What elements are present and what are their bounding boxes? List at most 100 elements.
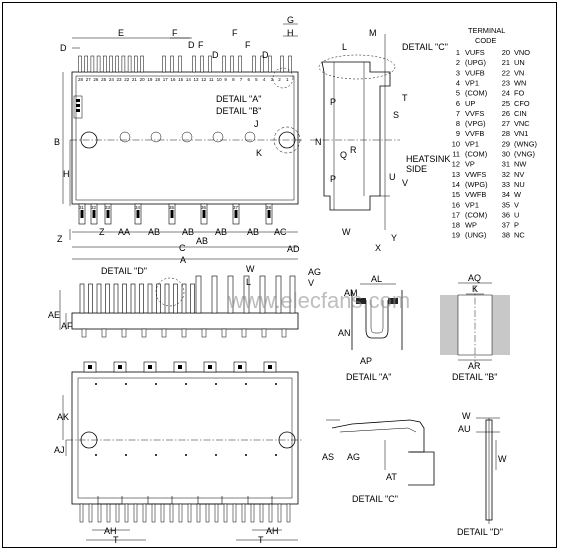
bottom-view-pin bbox=[97, 503, 102, 523]
bottom-pin-number: 34 bbox=[135, 205, 141, 210]
top-pin-number: 14 bbox=[186, 77, 192, 82]
detail-b-label: DETAIL "B" bbox=[216, 106, 261, 116]
terminal-number: 33 bbox=[502, 180, 510, 189]
dim-l-label: L bbox=[246, 277, 251, 287]
bottom-view-pin bbox=[79, 503, 84, 523]
front-lower-pin bbox=[161, 328, 167, 338]
front-lower-pin bbox=[101, 328, 107, 338]
bottom-pin-number: 31 bbox=[79, 205, 85, 210]
bottom-view-notch bbox=[247, 496, 273, 505]
heatsink-fins bbox=[79, 275, 296, 338]
bottom-view-tab-hole bbox=[178, 365, 182, 369]
bottom-view-notch bbox=[147, 496, 173, 505]
top-pin bbox=[200, 55, 204, 73]
left-dimensions: B H Z bbox=[54, 72, 71, 244]
bottom-pin-number: 33 bbox=[105, 205, 111, 210]
top-pin-number: 28 bbox=[78, 77, 84, 82]
terminal-code: FO bbox=[514, 89, 525, 98]
figure-border bbox=[2, 2, 557, 548]
terminal-number: 8 bbox=[456, 119, 460, 128]
bottom-view-pin bbox=[151, 503, 156, 523]
dim-ab-label: AB bbox=[182, 227, 194, 237]
terminal-number: 17 bbox=[452, 210, 460, 219]
top-pin-number: 1 bbox=[286, 77, 289, 82]
detail-c-profile bbox=[331, 419, 425, 453]
dim-y-label: Y bbox=[391, 233, 397, 243]
front-lower-pin bbox=[81, 328, 87, 338]
terminal-code: UN bbox=[514, 58, 525, 67]
terminal-code: VVFB bbox=[465, 129, 484, 138]
top-pin-number: 15 bbox=[178, 77, 184, 82]
bottom-view-tab-hole bbox=[88, 365, 92, 369]
front-pin bbox=[275, 275, 282, 314]
bottom-view-dot bbox=[245, 454, 247, 456]
terminal-code: (VNG) bbox=[514, 150, 535, 159]
dim-at-label: AT bbox=[386, 472, 397, 482]
bottom-pin-hole bbox=[80, 210, 84, 218]
front-lower-pin bbox=[141, 328, 147, 338]
bottom-view-dot bbox=[125, 454, 127, 456]
top-pin-number: 12 bbox=[201, 77, 207, 82]
terminal-number: 32 bbox=[502, 170, 510, 179]
bottom-view-pin bbox=[169, 503, 174, 523]
dim-t-label: T bbox=[113, 535, 119, 545]
terminal-code: NV bbox=[514, 170, 524, 179]
dim-e-label: E bbox=[118, 28, 124, 38]
bottom-view-dot bbox=[245, 383, 247, 385]
dim-k-label: K bbox=[472, 284, 478, 294]
bottom-pin-hole bbox=[106, 210, 110, 218]
connector-pin bbox=[76, 104, 80, 107]
heatsink-fin bbox=[173, 283, 178, 314]
detail-a-label: DETAIL "A" bbox=[216, 94, 261, 104]
dim-p-label: P bbox=[330, 97, 336, 107]
terminal-number: 24 bbox=[502, 89, 510, 98]
watermark: www.elecfans.com bbox=[227, 288, 410, 313]
dim-aj-label: AJ bbox=[54, 445, 65, 455]
bottom-pin-hole bbox=[170, 210, 174, 218]
dim-w-label: W bbox=[462, 411, 471, 421]
top-pin-number: 2 bbox=[278, 77, 281, 82]
terminal-code: WN bbox=[514, 78, 526, 87]
bottom-view-top-tabs bbox=[83, 361, 277, 373]
bottom-pin-hole bbox=[92, 210, 96, 218]
dim-p-label: P bbox=[330, 174, 336, 184]
terminal-code: U bbox=[514, 210, 519, 219]
screw-hole bbox=[119, 131, 131, 143]
bottom-view-tab-hole bbox=[148, 365, 152, 369]
dim-f-label: F bbox=[232, 28, 238, 38]
bottom-pin-number: 35 bbox=[169, 205, 175, 210]
bottom-view-dot bbox=[95, 454, 97, 456]
bottom-view-pin bbox=[268, 503, 273, 523]
dim-a-label: A bbox=[180, 255, 186, 265]
dim-ac-label: AC bbox=[274, 227, 287, 237]
screw-hole bbox=[212, 131, 224, 143]
top-pin bbox=[170, 55, 174, 73]
bottom-pin-hole bbox=[202, 210, 206, 218]
dim-u-label: U bbox=[389, 172, 396, 182]
dim-t-label: T bbox=[402, 93, 408, 103]
terminal-number: 4 bbox=[456, 78, 460, 87]
side-view: L M N P Q R P S T U V W X Y HEATSINK SID… bbox=[310, 28, 450, 253]
top-pin bbox=[288, 55, 292, 73]
terminal-number: 23 bbox=[502, 78, 510, 87]
top-view-body bbox=[71, 71, 299, 205]
heatsink-fin bbox=[113, 283, 119, 314]
bottom-view-pin bbox=[259, 503, 264, 523]
terminal-number: 21 bbox=[502, 58, 510, 67]
top-pin bbox=[127, 55, 132, 73]
terminal-code: CIN bbox=[514, 109, 527, 118]
top-pin bbox=[260, 55, 264, 73]
terminal-code: V bbox=[514, 200, 519, 209]
terminal-number: 30 bbox=[502, 150, 510, 159]
terminal-code: VP1 bbox=[465, 139, 479, 148]
terminal-code: VP bbox=[465, 160, 475, 169]
terminal-number: 25 bbox=[502, 99, 510, 108]
top-pin bbox=[115, 55, 119, 73]
detail-a-block bbox=[356, 298, 366, 304]
top-pin-number: 3 bbox=[271, 77, 274, 82]
terminal-code: VWFB bbox=[465, 190, 486, 199]
dim-h-label: H bbox=[287, 28, 294, 38]
front-pin bbox=[289, 275, 296, 314]
bottom-view-body bbox=[71, 371, 299, 505]
